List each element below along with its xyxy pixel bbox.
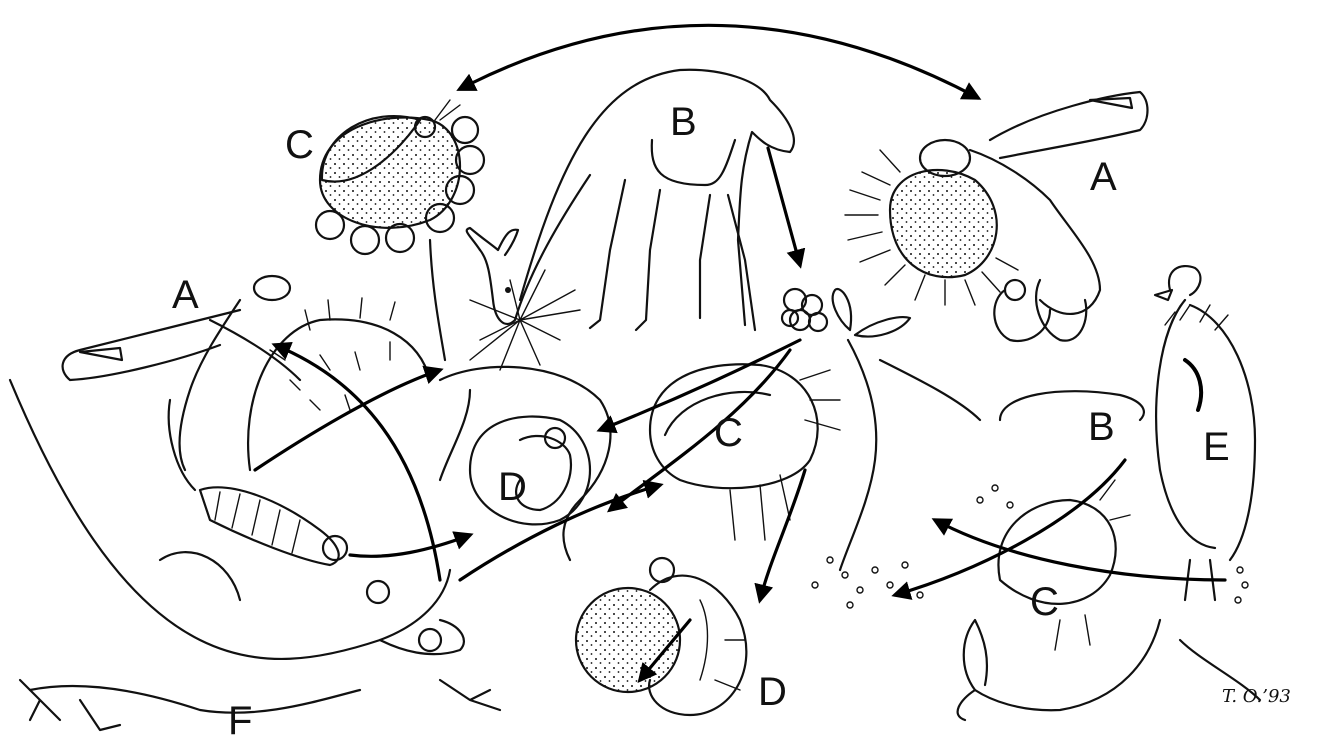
larva-in-seed-bottom bbox=[576, 558, 746, 715]
deer-figure bbox=[467, 70, 794, 330]
arrow-lizard-to-beetle bbox=[460, 485, 660, 580]
label-a-right: A bbox=[1090, 155, 1117, 199]
label-e-bird: E bbox=[1203, 425, 1230, 469]
label-c-top: C bbox=[285, 123, 314, 167]
top-cycle-arrow bbox=[470, 25, 978, 98]
arrow-fruit-to-larva-center bbox=[600, 340, 800, 430]
arrow-cactus-sweep bbox=[255, 370, 440, 470]
beetle-on-flower-top bbox=[316, 100, 484, 360]
label-d-bottom: D bbox=[758, 670, 787, 714]
label-f-lizard: F bbox=[228, 699, 252, 743]
wasp-right bbox=[845, 92, 1148, 341]
wasp-left bbox=[63, 276, 347, 565]
arrow-deer-to-fruit bbox=[768, 148, 800, 265]
arrow-larva-to-seed bbox=[350, 535, 470, 556]
arrow-stem-down bbox=[760, 470, 805, 600]
lizard-figure bbox=[10, 380, 500, 730]
label-b-right: B bbox=[1088, 405, 1115, 449]
label-c-right: C bbox=[1030, 580, 1059, 624]
arrow-bird-to-seeds bbox=[935, 520, 1225, 580]
artist-signature: T. O.’93 bbox=[1222, 686, 1291, 707]
grass-plant bbox=[440, 270, 610, 560]
beetle-center bbox=[650, 364, 840, 540]
label-d-center: D bbox=[498, 465, 527, 509]
label-b-deer: B bbox=[670, 100, 697, 144]
label-a-left: A bbox=[172, 273, 199, 317]
label-c-center: C bbox=[714, 411, 743, 455]
